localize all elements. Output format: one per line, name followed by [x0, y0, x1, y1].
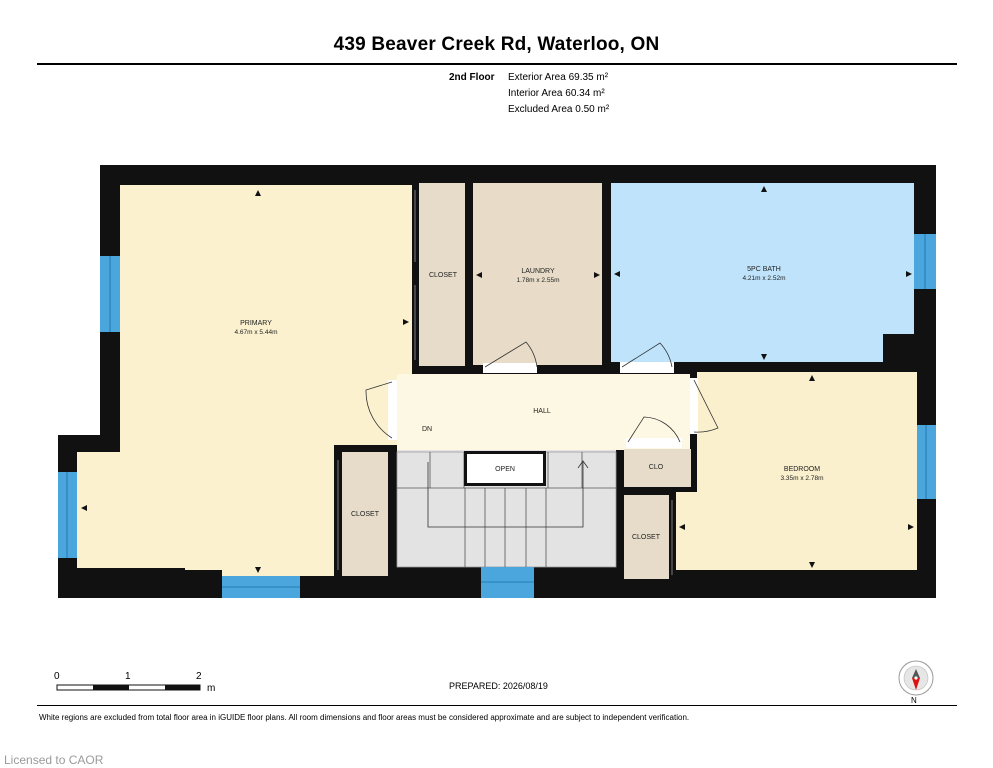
doors — [337, 190, 719, 575]
laundry-name: LAUNDRY — [521, 268, 555, 275]
closet-top-name: CLOSET — [429, 272, 458, 279]
stairs-down-label: DN — [422, 426, 432, 433]
excluded-area: Excluded Area 0.50 m² — [508, 104, 610, 115]
room-hall — [397, 374, 690, 450]
window-bedroom — [917, 425, 936, 499]
footer-rule — [37, 705, 957, 706]
page-title: 439 Beaver Creek Rd, Waterloo, ON — [333, 34, 660, 55]
room-laundry — [473, 183, 602, 365]
scale-tick-2: 2 — [196, 671, 202, 682]
room-closet-left — [342, 452, 388, 576]
window-stairs — [481, 567, 534, 598]
room-primary — [77, 185, 412, 576]
interior-area: Interior Area 60.34 m² — [508, 88, 605, 99]
closet-left-name: CLOSET — [351, 511, 380, 518]
primary-name: PRIMARY — [240, 320, 272, 327]
bath-dims: 4.21m x 2.52m — [743, 275, 786, 282]
hall-name: HALL — [533, 408, 551, 415]
open-label: OPEN — [495, 466, 515, 473]
bedroom-name: BEDROOM — [784, 466, 820, 473]
license-watermark: Licensed to CAOR — [4, 753, 104, 767]
prepared-date: PREPARED: 2026/08/19 — [449, 681, 548, 691]
bath-name: 5PC BATH — [747, 266, 781, 273]
measure-arrows — [81, 186, 914, 573]
scale-unit: m — [207, 683, 216, 694]
title-rule — [37, 63, 957, 65]
laundry-dims: 1.78m x 2.55m — [517, 277, 560, 284]
floor-name: 2nd Floor — [449, 72, 495, 83]
room-bath — [611, 183, 914, 362]
scale-tick-1: 1 — [125, 671, 131, 682]
compass-icon — [898, 660, 934, 696]
scale-tick-0: 0 — [54, 671, 60, 682]
primary-dims: 4.67m x 5.44m — [235, 329, 278, 336]
room-closet-bottom — [624, 495, 669, 579]
window-lines — [66, 234, 927, 588]
window-primary-southwest — [58, 472, 77, 558]
compass-north-label: N — [911, 696, 917, 705]
open-void — [467, 454, 543, 483]
clo-name: CLO — [649, 464, 664, 471]
exterior-area: Exterior Area 69.35 m² — [508, 72, 609, 83]
closet-bottom-name: CLOSET — [632, 534, 661, 541]
room-closet-top — [419, 183, 465, 366]
disclaimer-text: White regions are excluded from total fl… — [39, 713, 690, 722]
scale-bar — [56, 684, 201, 691]
room-bedroom — [676, 372, 917, 570]
room-clo — [624, 449, 691, 487]
bedroom-dims: 3.35m x 2.78m — [781, 475, 824, 482]
